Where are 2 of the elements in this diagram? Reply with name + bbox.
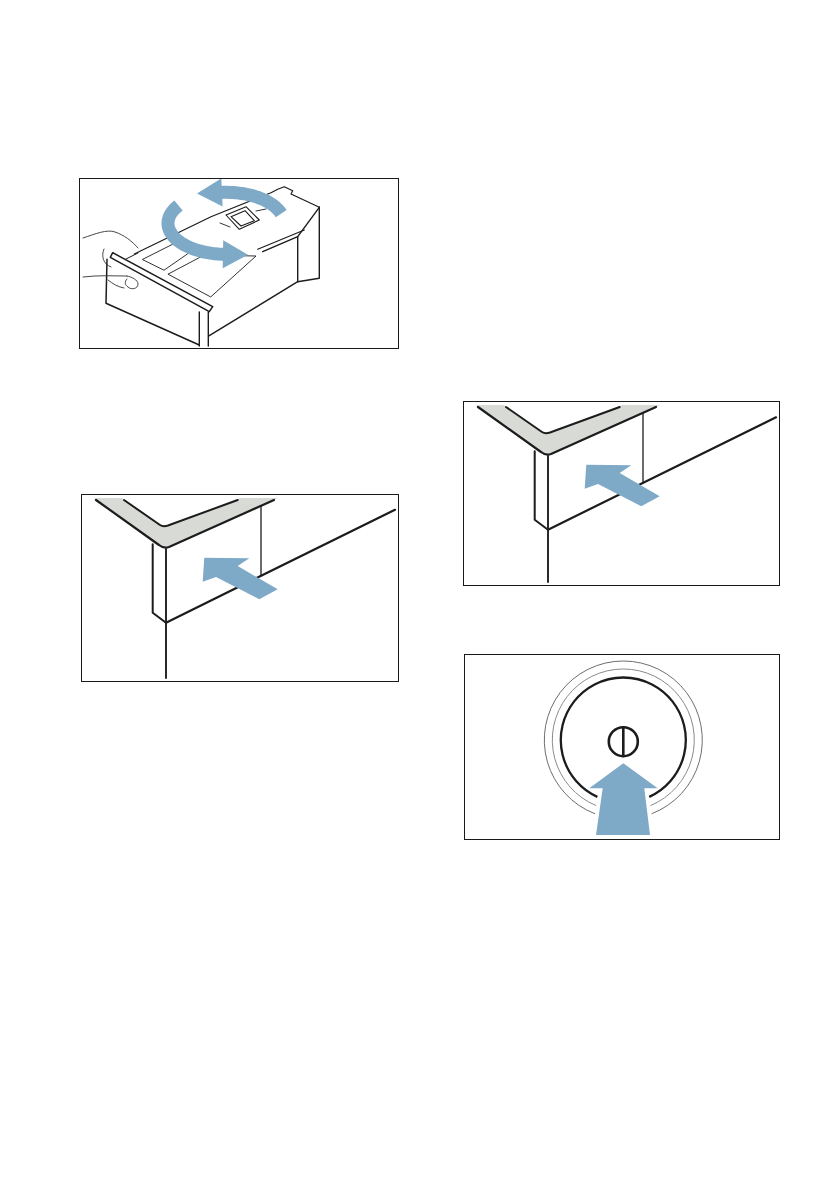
illustration-frame <box>464 654 780 840</box>
illustration-frame <box>79 178 399 349</box>
